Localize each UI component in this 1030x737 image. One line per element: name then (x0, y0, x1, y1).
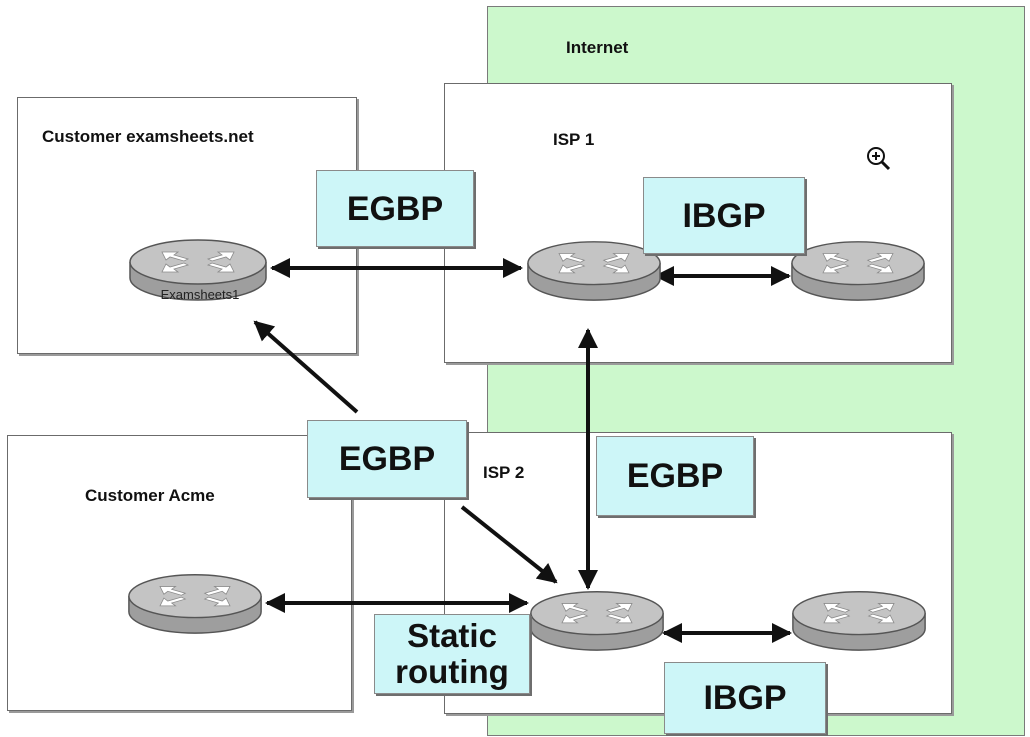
link-egbp-to-examsheets (253, 320, 359, 414)
protocol-static-routing: Static routing (374, 614, 530, 694)
protocol-egbp-isp-link: EGBP (596, 436, 754, 516)
zoom-in-icon (867, 147, 891, 171)
link-egbp-to-isp2 (460, 505, 558, 584)
protocol-egbp-middle: EGBP (307, 420, 467, 498)
router-icon (791, 241, 925, 301)
protocol-egbp-customer-isp1: EGBP (316, 170, 474, 247)
customer-examsheets-box (17, 97, 357, 354)
router-icon (792, 591, 926, 651)
internet-label: Internet (566, 38, 629, 57)
router-icon (128, 574, 262, 634)
customer-acme-label: Customer Acme (85, 486, 215, 505)
customer-acme-box (7, 435, 352, 711)
isp2-label: ISP 2 (483, 463, 525, 482)
protocol-ibgp-isp2: IBGP (664, 662, 826, 734)
router-icon (527, 241, 661, 301)
customer-examsheets-label: Customer examsheets.net (42, 127, 254, 146)
isp1-label: ISP 1 (553, 130, 595, 149)
router-icon (530, 591, 664, 651)
protocol-ibgp-isp1: IBGP (643, 177, 805, 254)
router-label-examsheets1: Examsheets1 (161, 287, 240, 302)
